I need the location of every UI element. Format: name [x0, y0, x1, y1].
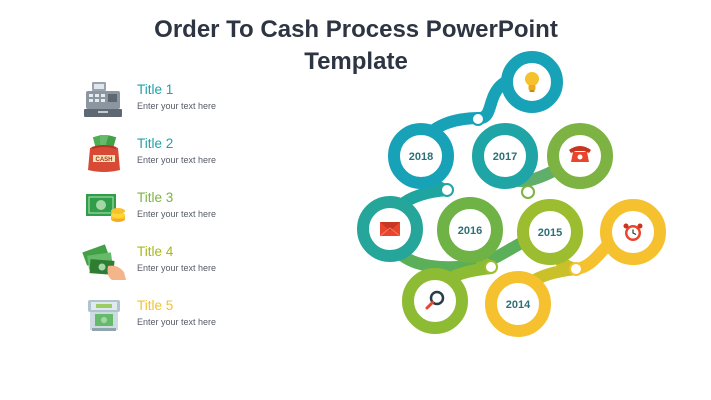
svg-text:CASH: CASH	[95, 157, 112, 163]
year-node-2014	[485, 271, 551, 337]
phone-icon	[569, 146, 591, 162]
legend-text: Enter your text here	[137, 317, 217, 327]
year-label: 2015	[538, 227, 562, 239]
legend-title: Title 2	[137, 136, 174, 151]
envelope-icon	[379, 222, 401, 237]
lightbulb-icon	[525, 72, 539, 92]
year-label: 2014	[506, 299, 531, 311]
legend-title: Title 3	[137, 190, 174, 205]
process-diagram: 2018 2017 2016 2015 2014	[357, 51, 666, 337]
junction-dot	[484, 260, 498, 274]
legend-title: Title 1	[137, 82, 174, 97]
junction-dot	[569, 262, 583, 276]
page-title: Order To Cash Process PowerPoint Templat…	[154, 16, 558, 75]
year-label: 2017	[493, 151, 517, 163]
money-coins-icon	[86, 194, 125, 222]
year-node-2018	[388, 123, 454, 189]
year-node-2015	[517, 199, 583, 265]
legend-text: Enter your text here	[137, 101, 217, 111]
legend-item: Title 3 Enter your text here	[80, 184, 330, 230]
legend-item: Title 4 Enter your text here	[80, 238, 330, 284]
legend-item: Title 1 Enter your text here	[80, 76, 330, 122]
hand-money-icon	[82, 244, 126, 280]
atm-cash-icon	[88, 300, 120, 331]
year-label: 2016	[458, 225, 482, 237]
legend-text: Enter your text here	[137, 209, 217, 219]
legend-title: Title 5	[137, 298, 174, 313]
year-node-2016	[437, 197, 503, 263]
legend-item: Title 5 Enter your text here	[80, 292, 330, 338]
alarm-clock-icon	[623, 223, 643, 241]
legend-item: CASH Title 2 Enter your text here	[80, 130, 330, 176]
cash-bag-icon: CASH	[88, 135, 120, 172]
junction-dot	[521, 185, 535, 199]
legend-title: Title 4	[137, 244, 174, 259]
junction-dot	[471, 112, 485, 126]
legend-text: Enter your text here	[137, 263, 217, 273]
year-node-2017	[472, 123, 538, 189]
year-label: 2018	[409, 151, 433, 163]
magnifier-icon	[425, 290, 445, 310]
legend-text: Enter your text here	[137, 155, 217, 165]
cash-register-icon	[84, 82, 122, 117]
junction-dot	[440, 183, 454, 197]
